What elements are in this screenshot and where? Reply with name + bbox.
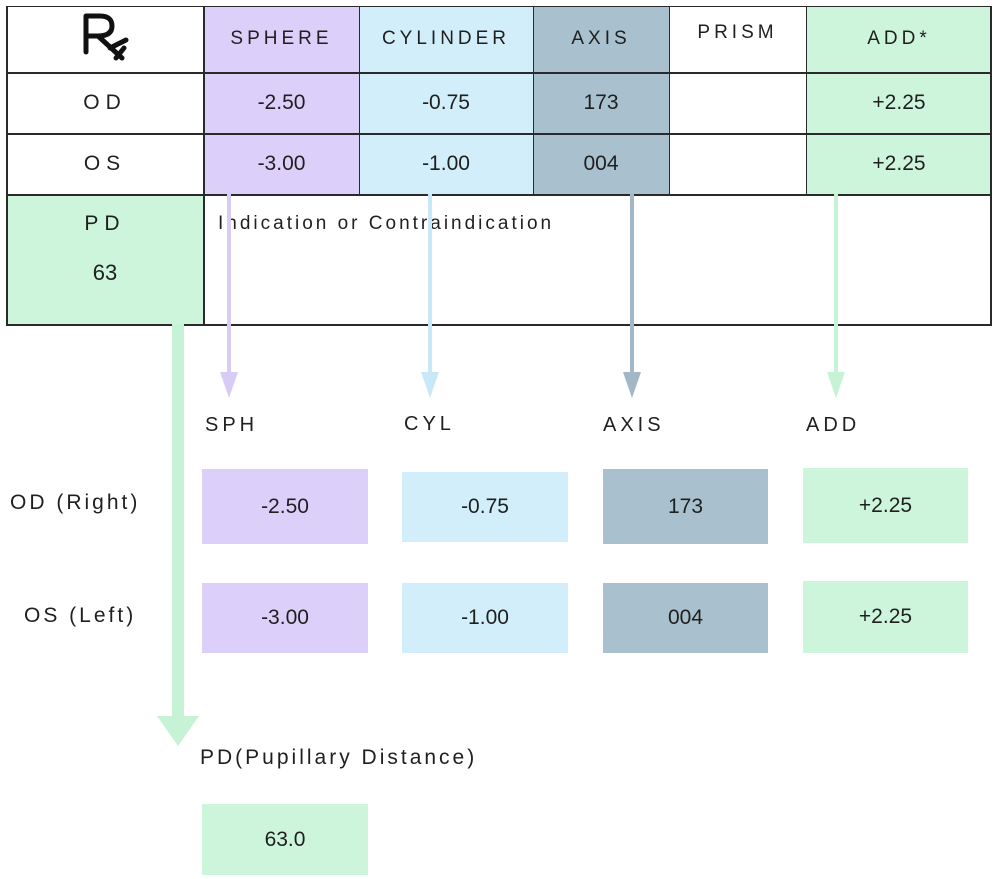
pd-full-label: PD(Pupillary Distance) xyxy=(200,746,478,769)
od-axis-cell: 173 xyxy=(533,72,669,133)
os-add-box: +2.25 xyxy=(803,581,968,653)
add-label: ADD xyxy=(806,414,861,436)
table-border-right xyxy=(990,6,992,326)
os-left-label: OS (Left) xyxy=(24,604,137,627)
od-cylinder-cell: -0.75 xyxy=(359,72,533,133)
axis-header-cell: AXIS xyxy=(533,6,669,72)
os-sph-box: -3.00 xyxy=(202,583,368,653)
table-col-line-5 xyxy=(806,6,807,194)
od-right-label: OD (Right) xyxy=(10,491,141,514)
os-cyl-value: -1.00 xyxy=(461,606,509,629)
os-axis-cell: 004 xyxy=(533,133,669,194)
od-sph-value: -2.50 xyxy=(261,494,309,518)
sph-label: SPH xyxy=(205,414,259,436)
od-add-cell: +2.25 xyxy=(806,72,992,133)
od-axis-box-value: 173 xyxy=(667,494,704,518)
os-axis-value: 004 xyxy=(583,151,619,175)
axis-arrow xyxy=(623,194,641,398)
table-row-line-3 xyxy=(6,194,992,196)
od-axis-value: 173 xyxy=(583,90,619,114)
os-add-box-value: +2.25 xyxy=(858,605,913,628)
add-header: ADD* xyxy=(867,28,931,49)
pd-box-value: 63.0 xyxy=(264,827,306,851)
os-axis-box: 004 xyxy=(603,583,768,653)
cyl-label: CYL xyxy=(404,413,455,435)
od-cyl-box: -0.75 xyxy=(402,472,568,542)
od-cyl-value: -0.75 xyxy=(461,495,509,518)
table-row-line-1 xyxy=(6,72,992,74)
os-sph-value: -3.00 xyxy=(261,606,309,629)
os-row-label: OS xyxy=(83,151,127,175)
os-cylinder-value: -1.00 xyxy=(422,151,470,175)
od-sphere-cell: -2.50 xyxy=(204,72,359,133)
od-sphere-value: -2.50 xyxy=(257,90,306,114)
table-border-bottom xyxy=(6,324,992,326)
sphere-arrow xyxy=(220,194,238,398)
od-axis-box: 173 xyxy=(603,469,768,544)
prism-header: PRISM xyxy=(697,22,778,43)
cylinder-arrow xyxy=(421,194,439,398)
os-sphere-cell: -3.00 xyxy=(204,133,359,194)
axis-label: AXIS xyxy=(603,414,665,436)
add-header-cell: ADD* xyxy=(806,6,992,72)
od-sph-box: -2.50 xyxy=(202,469,368,544)
table-col-line-1 xyxy=(203,6,205,326)
os-cylinder-cell: -1.00 xyxy=(359,133,533,194)
od-add-box: +2.25 xyxy=(803,468,968,543)
cylinder-header-cell: CYLINDER xyxy=(359,6,533,72)
pd-box: 63.0 xyxy=(202,804,368,875)
pd-arrow xyxy=(157,324,199,746)
sphere-header: SPHERE xyxy=(230,28,333,49)
pd-label: PD xyxy=(84,212,126,235)
sphere-header-cell: SPHERE xyxy=(204,6,359,72)
table-border-top xyxy=(6,6,992,7)
os-add-value: +2.25 xyxy=(872,151,926,175)
cylinder-header: CYLINDER xyxy=(381,28,511,49)
os-add-cell: +2.25 xyxy=(806,133,992,194)
rx-icon xyxy=(83,13,129,61)
od-cylinder-value: -0.75 xyxy=(422,90,470,114)
add-arrow xyxy=(827,194,845,398)
od-label-cell: OD xyxy=(6,72,204,133)
indication-label: Indication or Contraindication xyxy=(218,213,555,234)
os-axis-box-value: 004 xyxy=(667,606,704,629)
axis-header: AXIS xyxy=(571,28,631,49)
table-col-line-2 xyxy=(359,6,360,194)
table-col-line-3 xyxy=(533,6,534,194)
prism-header-cell: PRISM xyxy=(669,6,806,72)
od-row-label: OD xyxy=(83,90,127,114)
pd-cell: PD 63 xyxy=(6,194,204,326)
od-add-box-value: +2.25 xyxy=(858,493,913,517)
table-row-line-2 xyxy=(6,133,992,135)
od-add-value: +2.25 xyxy=(872,90,926,114)
table-col-line-4 xyxy=(669,6,670,194)
os-sphere-value: -3.00 xyxy=(257,151,306,175)
table-border-left xyxy=(6,6,8,326)
os-label-cell: OS xyxy=(6,133,204,194)
os-cyl-box: -1.00 xyxy=(402,583,568,653)
pd-value: 63 xyxy=(92,260,118,285)
